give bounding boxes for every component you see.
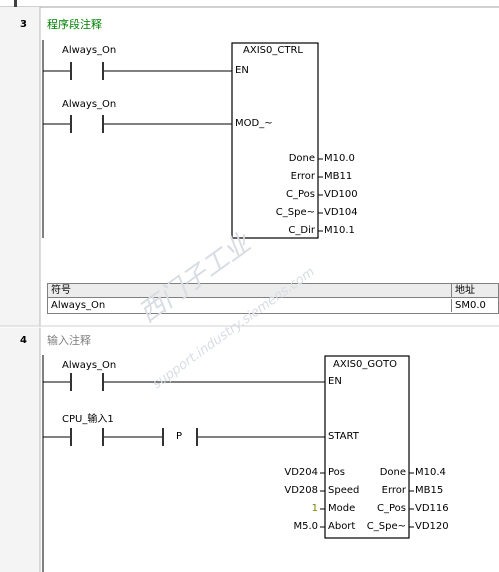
symbol-header: 符号	[51, 285, 71, 296]
contact-label: Always_On	[62, 45, 117, 56]
block-output-pin: C_Dir	[288, 225, 315, 236]
contact-label: CPU_输入1	[62, 414, 114, 425]
block-input-pin: Pos	[328, 467, 346, 478]
output-operand[interactable]: VD104	[324, 207, 358, 218]
block-output-pin: C_Pos	[286, 189, 315, 200]
output-operand[interactable]: VD116	[415, 503, 449, 514]
block-input-pin: EN	[328, 376, 342, 387]
output-operand[interactable]: M10.4	[415, 467, 446, 478]
network-title[interactable]: 程序段注释	[47, 18, 102, 31]
block-axis0-goto[interactable]	[324, 355, 410, 539]
symbol-cell: Always_On	[51, 300, 106, 311]
block-output-pin: C_Spe~	[275, 207, 315, 218]
contact-always-on-1[interactable]	[43, 62, 232, 80]
block-output-pin: Error	[290, 171, 315, 182]
block-name: AXIS0_GOTO	[333, 359, 397, 370]
contact-label: Always_On	[62, 360, 117, 371]
output-operand[interactable]: M10.0	[324, 153, 355, 164]
block-input-pin: Speed	[328, 485, 360, 496]
network-title[interactable]: 输入注释	[47, 334, 91, 347]
address-header: 地址	[455, 285, 475, 296]
address-cell: SM0.0	[455, 300, 486, 311]
output-operand[interactable]: M10.1	[324, 225, 355, 236]
table-row[interactable]: Always_On SM0.0	[48, 299, 498, 312]
input-operand[interactable]: VD204	[284, 467, 318, 478]
block-name: AXIS0_CTRL	[243, 45, 303, 56]
block-axis0-ctrl[interactable]	[231, 42, 319, 239]
block-input-pin: START	[328, 431, 359, 442]
output-operand[interactable]: VD120	[415, 521, 449, 532]
positive-edge-contact[interactable]	[162, 428, 325, 446]
output-operand[interactable]: MB11	[324, 171, 353, 182]
block-output-pin: C_Pos	[377, 503, 406, 514]
input-operand[interactable]: M5.0	[293, 521, 318, 532]
block-input-pin: Mode	[328, 503, 356, 514]
block-input-pin: MOD_~	[235, 118, 273, 129]
input-operand[interactable]: 1	[311, 503, 318, 514]
input-operand[interactable]: VD208	[284, 485, 318, 496]
network-number: 3	[20, 19, 27, 30]
block-output-pin: Error	[381, 485, 406, 496]
symbol-table-header: 符号 地址	[48, 284, 498, 298]
block-output-pin: Done	[379, 467, 406, 478]
contact-always-on-3[interactable]	[43, 373, 325, 391]
block-input-pin: EN	[235, 65, 249, 76]
block-output-pin: Done	[288, 153, 315, 164]
contact-always-on-2[interactable]	[43, 115, 232, 133]
block-input-pin: Abort	[328, 521, 356, 532]
network-number: 4	[20, 335, 27, 346]
contact-cpu-input-1[interactable]	[43, 428, 162, 446]
contact-label: Always_On	[62, 99, 117, 110]
edge-detector-label: P	[176, 431, 183, 442]
symbol-table: 符号 地址 Always_On SM0.0	[47, 283, 499, 314]
output-operand[interactable]: VD100	[324, 189, 358, 200]
output-operand[interactable]: MB15	[415, 485, 444, 496]
block-output-pin: C_Spe~	[366, 521, 406, 532]
